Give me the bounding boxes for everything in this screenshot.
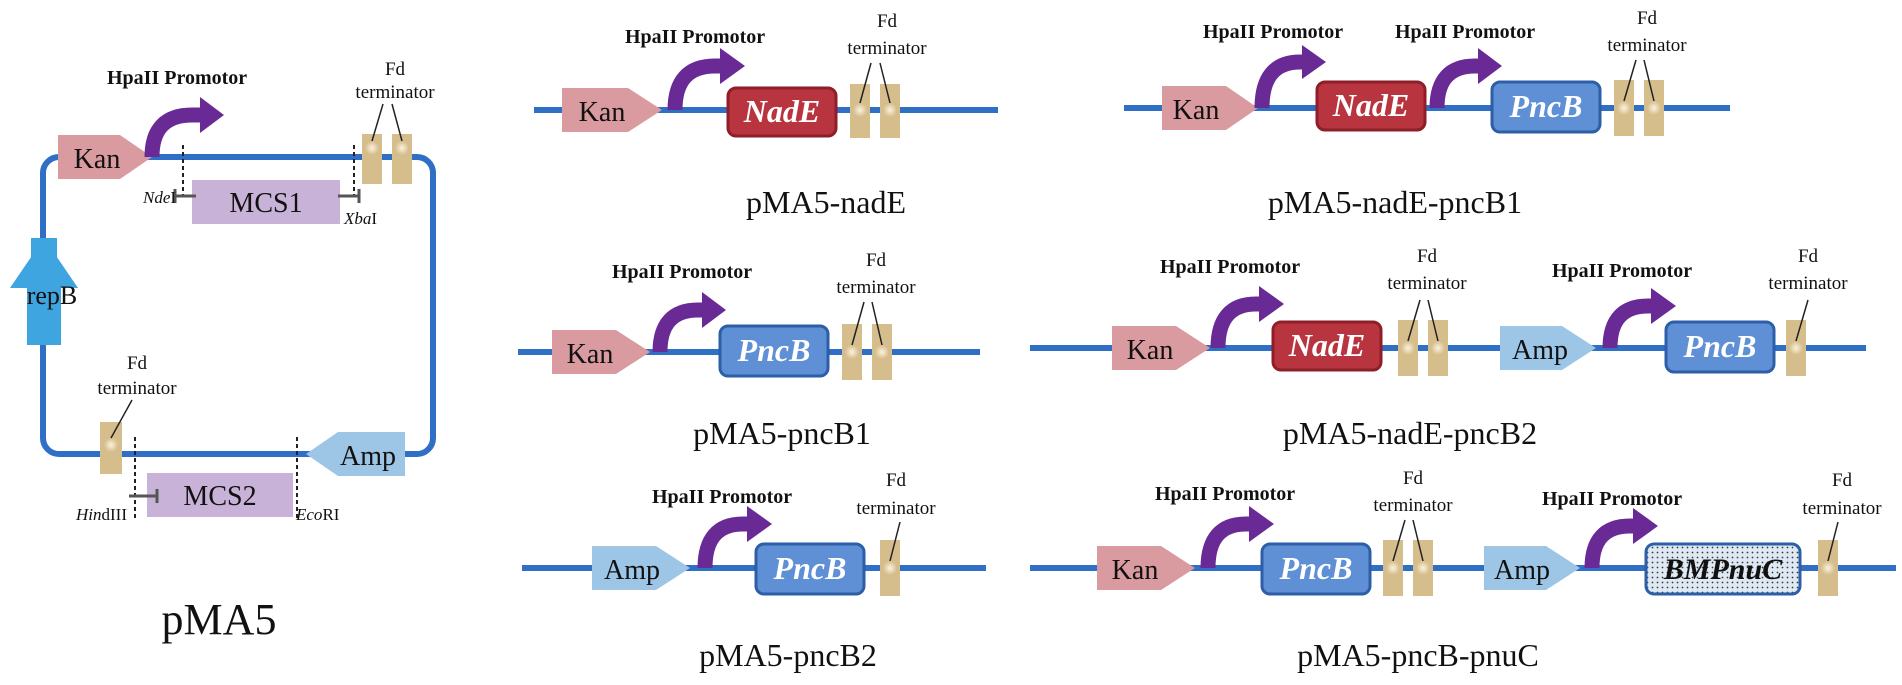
promoter-label: HpaII Promotor bbox=[612, 261, 752, 283]
terminator-label-fd: Fd bbox=[1637, 8, 1658, 29]
promoter-label: HpaII Promotor bbox=[625, 26, 765, 48]
nade-gene-label: NadE bbox=[1332, 87, 1409, 123]
pma5-promoter: HpaII Promotor bbox=[107, 67, 247, 158]
mcs2-label: MCS2 bbox=[183, 481, 256, 512]
construct-pma5-nade: Kan HpaII Promotor NadE Fd terminator pM… bbox=[534, 11, 998, 220]
amp-label: Amp bbox=[1512, 335, 1568, 366]
terminator-label: terminator bbox=[1387, 273, 1467, 294]
terminator-label: terminator bbox=[355, 82, 435, 103]
construct-name-pma5-nade-pncb2: pMA5-nadE-pncB2 bbox=[1283, 415, 1537, 451]
xbai-site-italic: Xba bbox=[343, 209, 371, 228]
terminator-label-fd: Fd bbox=[385, 59, 406, 80]
promoter-label: HpaII Promotor bbox=[1155, 483, 1295, 505]
pncb-gene-label: PncB bbox=[773, 550, 847, 586]
terminator-label-fd: Fd bbox=[886, 470, 907, 491]
terminator-label-fd: Fd bbox=[127, 353, 148, 374]
terminator-label: terminator bbox=[1373, 495, 1453, 516]
amp-label: Amp bbox=[604, 555, 660, 586]
construct-pma5-pncb1: Kan HpaII Promotor PncB Fd terminator pM… bbox=[518, 250, 980, 451]
kan-label: Kan bbox=[567, 339, 614, 370]
repb-label: repB bbox=[27, 281, 78, 310]
construct-pma5-pncb-pnuc: Kan HpaII Promotor PncB Fd terminator Am… bbox=[1030, 468, 1896, 673]
pma5-repb-arrow: repB bbox=[10, 238, 78, 345]
terminator-label: terminator bbox=[836, 277, 916, 298]
promoter-label: HpaII Promotor bbox=[107, 67, 247, 89]
svg-text:HindIII: HindIII bbox=[75, 505, 127, 524]
construct-pma5-pncb2: Amp HpaII Promotor PncB Fd terminator pM… bbox=[522, 470, 986, 673]
pma5-kan-arrow: Kan bbox=[58, 135, 152, 179]
nade-gene-label: NadE bbox=[743, 93, 820, 129]
terminator-label-fd: Fd bbox=[1798, 246, 1819, 267]
hindiii-site-rest: dIII bbox=[102, 505, 128, 524]
pncb-gene-label: PncB bbox=[1683, 328, 1757, 364]
construct-pma5-nade-pncb1: Kan HpaII Promotor NadE HpaII Promotor P… bbox=[1124, 8, 1730, 220]
kan-label: Kan bbox=[1173, 95, 1220, 126]
hindiii-site-italic: Hin bbox=[75, 505, 102, 524]
pncb-gene-label: PncB bbox=[1279, 550, 1353, 586]
svg-text:XbaI: XbaI bbox=[343, 209, 377, 228]
pncb-gene-label: PncB bbox=[737, 332, 811, 368]
mcs1-label: MCS1 bbox=[229, 188, 302, 219]
terminator-label-fd: Fd bbox=[877, 11, 898, 32]
pma5-mcs1: MCS1 NdeI XbaI bbox=[142, 145, 377, 228]
svg-text:NdeI: NdeI bbox=[142, 188, 176, 207]
xbai-site-rest: I bbox=[371, 209, 377, 228]
terminator-label-fd: Fd bbox=[1403, 468, 1424, 489]
construct-name-pma5-pncb-pnuc: pMA5-pncB-pnuC bbox=[1297, 637, 1539, 673]
terminator-label-fd: Fd bbox=[866, 250, 887, 271]
amp-label: Amp bbox=[1494, 555, 1550, 586]
terminator-label: terminator bbox=[856, 498, 936, 519]
amp-label: Amp bbox=[340, 441, 396, 472]
nade-gene-label: NadE bbox=[1288, 327, 1365, 363]
promoter-label: HpaII Promotor bbox=[1203, 21, 1343, 43]
ndei-site-italic: Nde bbox=[142, 188, 171, 207]
promoter-label: HpaII Promotor bbox=[1160, 256, 1300, 278]
pma5-terminator-top: Fd terminator bbox=[355, 59, 435, 184]
terminator-label: terminator bbox=[847, 38, 927, 59]
terminator-label-fd: Fd bbox=[1417, 246, 1438, 267]
promoter-label: HpaII Promotor bbox=[1395, 21, 1535, 43]
terminator-label: terminator bbox=[1802, 498, 1882, 519]
terminator-label: terminator bbox=[97, 378, 177, 399]
pma5-terminator-bottom: Fd terminator bbox=[97, 353, 177, 474]
ecori-site-rest: RI bbox=[322, 505, 339, 524]
pma5-amp-arrow: Amp bbox=[306, 432, 405, 476]
pma5-mcs2: MCS2 HindIII EcoRI bbox=[75, 437, 340, 524]
pma5-map: Kan HpaII Promotor MCS1 NdeI XbaI bbox=[10, 59, 436, 644]
ecori-site-italic: Eco bbox=[295, 505, 322, 524]
ndei-site-rest: I bbox=[170, 188, 176, 207]
terminator-label: terminator bbox=[1768, 273, 1848, 294]
construct-name-pma5: pMA5 bbox=[162, 595, 277, 644]
kan-label: Kan bbox=[74, 144, 121, 175]
construct-name-pma5-pncb2: pMA5-pncB2 bbox=[699, 637, 877, 673]
kan-label: Kan bbox=[1112, 555, 1159, 586]
bmpnuc-gene-label: BMPnuC bbox=[1663, 553, 1783, 586]
promoter-label: HpaII Promotor bbox=[1552, 260, 1692, 282]
promoter-label: HpaII Promotor bbox=[652, 486, 792, 508]
terminator-label: terminator bbox=[1607, 35, 1687, 56]
terminator-label-fd: Fd bbox=[1832, 470, 1853, 491]
kan-label: Kan bbox=[1127, 335, 1174, 366]
pncb-gene-label: PncB bbox=[1509, 88, 1583, 124]
kan-label: Kan bbox=[579, 97, 626, 128]
construct-name-pma5-pncb1: pMA5-pncB1 bbox=[693, 415, 871, 451]
svg-text:EcoRI: EcoRI bbox=[295, 505, 340, 524]
construct-name-pma5-nade-pncb1: pMA5-nadE-pncB1 bbox=[1268, 184, 1522, 220]
construct-name-pma5-nade: pMA5-nadE bbox=[746, 184, 906, 220]
promoter-label: HpaII Promotor bbox=[1542, 488, 1682, 510]
construct-pma5-nade-pncb2: Kan HpaII Promotor NadE Fd terminator Am… bbox=[1030, 246, 1866, 451]
